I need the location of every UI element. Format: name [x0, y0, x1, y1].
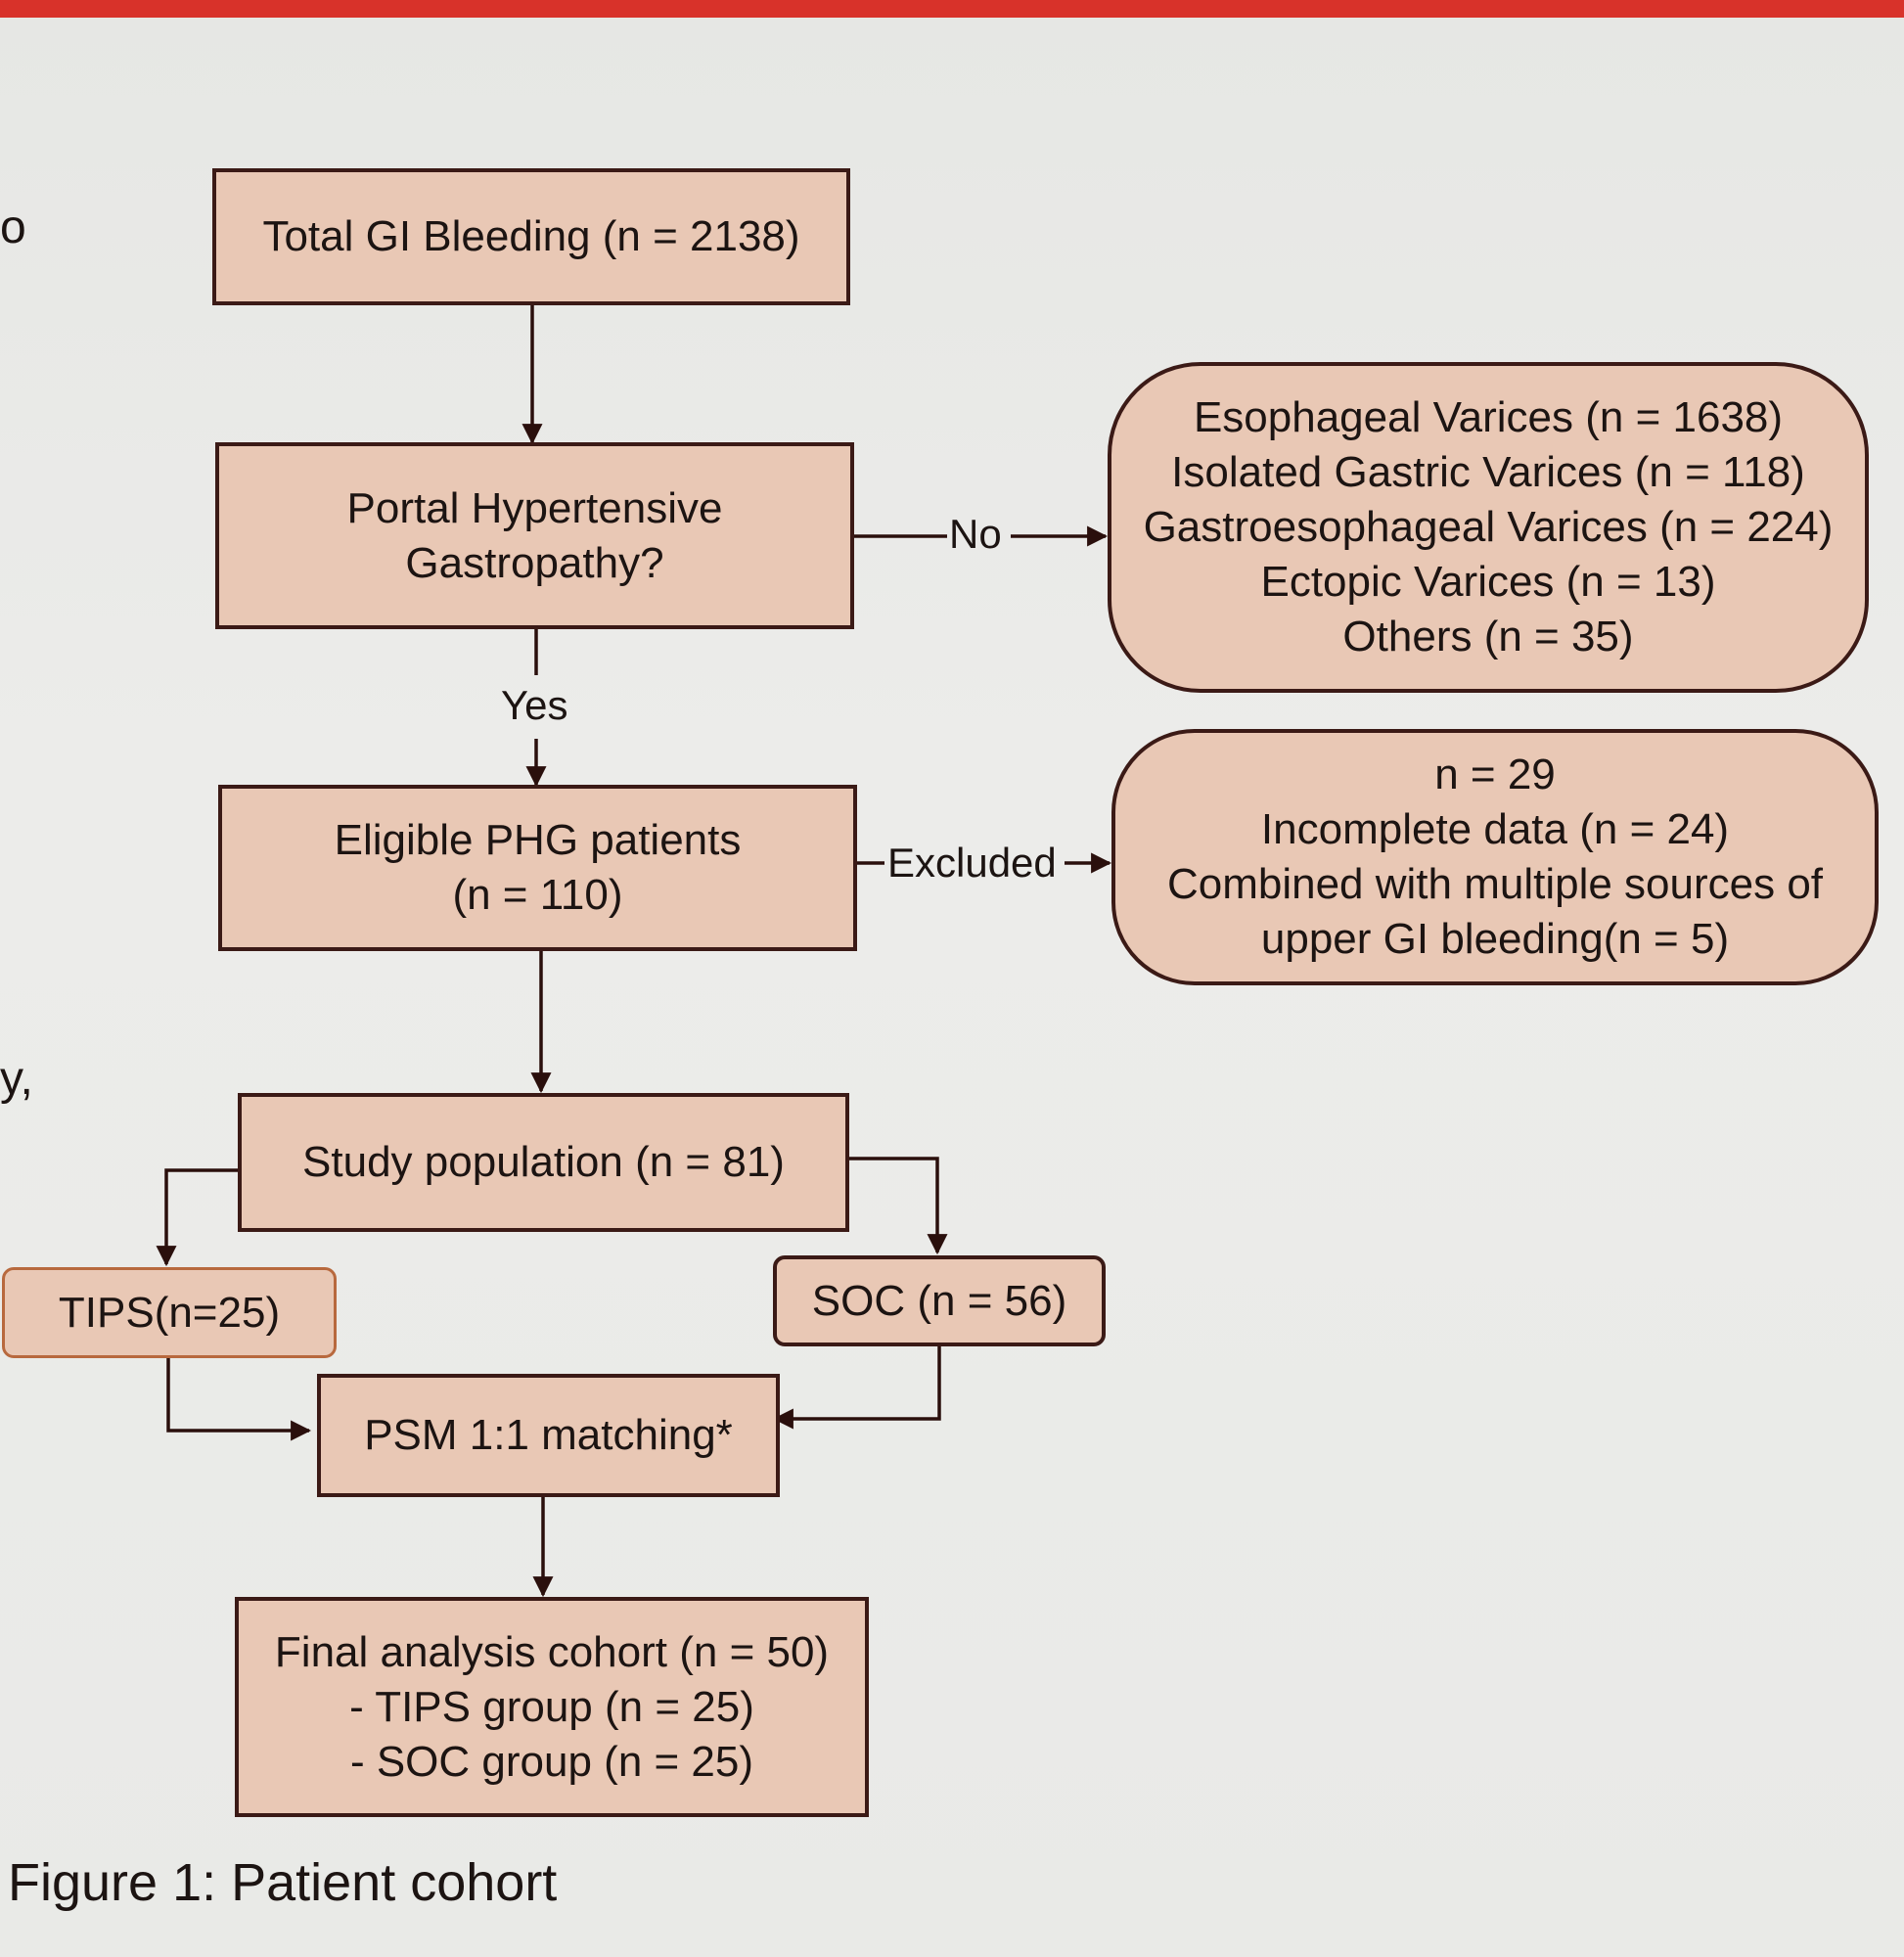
box-tips-line-1: TIPS(n=25)	[58, 1288, 281, 1337]
box-varices-breakdown: Esophageal Varices (n = 1638) Isolated G…	[1108, 362, 1869, 693]
excluded-line-4: upper GI bleeding(n = 5)	[1260, 915, 1730, 963]
margin-fragment-1: o	[0, 202, 26, 253]
edge-label-excluded: Excluded	[887, 840, 1057, 886]
box-portal-hypertensive-gastropathy: Portal Hypertensive Gastropathy?	[215, 442, 854, 629]
varices-line-2: Isolated Gastric Varices (n = 118)	[1171, 448, 1805, 496]
arrow-study-to-soc	[849, 1157, 948, 1255]
box-total-gi-bleeding: Total GI Bleeding (n = 2138)	[212, 168, 850, 305]
excluded-line-3: Combined with multiple sources of	[1166, 860, 1824, 908]
box-soc: SOC (n = 56)	[773, 1255, 1106, 1346]
box-final-line-1: Final analysis cohort (n = 50)	[274, 1627, 830, 1676]
top-accent-bar	[0, 0, 1904, 18]
box-final-line-3: - SOC group (n = 25)	[349, 1737, 754, 1786]
arrow-soc-to-psm	[772, 1345, 941, 1430]
box-excluded-details: n = 29 Incomplete data (n = 24) Combined…	[1111, 729, 1879, 985]
box-eligible-line-1: Eligible PHG patients	[334, 816, 742, 864]
arrow-study-to-tips	[156, 1168, 238, 1267]
varices-line-5: Others (n = 35)	[1342, 613, 1634, 660]
box-final-analysis-cohort: Final analysis cohort (n = 50) - TIPS gr…	[235, 1597, 869, 1817]
box-tips: TIPS(n=25)	[2, 1267, 337, 1358]
box-total-line-1: Total GI Bleeding (n = 2138)	[262, 212, 800, 260]
box-study-population: Study population (n = 81)	[238, 1093, 849, 1232]
box-eligible-line-2: (n = 110)	[452, 871, 623, 919]
box-study-line-1: Study population (n = 81)	[302, 1138, 785, 1186]
varices-line-4: Ectopic Varices (n = 13)	[1260, 558, 1716, 606]
edge-label-no: No	[949, 511, 1002, 557]
box-phg-line-2: Gastropathy?	[405, 538, 664, 587]
box-psm-line-1: PSM 1:1 matching*	[364, 1411, 733, 1459]
box-psm-matching: PSM 1:1 matching*	[317, 1374, 780, 1497]
box-soc-line-1: SOC (n = 56)	[811, 1276, 1067, 1325]
excluded-line-1: n = 29	[1434, 751, 1556, 798]
box-final-line-2: - TIPS group (n = 25)	[349, 1682, 754, 1731]
edge-label-yes: Yes	[501, 682, 568, 728]
box-phg-line-1: Portal Hypertensive	[346, 483, 723, 532]
arrow-tips-to-psm	[166, 1358, 312, 1441]
varices-line-3: Gastroesophageal Varices (n = 224)	[1143, 503, 1834, 551]
box-eligible-phg-patients: Eligible PHG patients (n = 110)	[218, 785, 857, 951]
excluded-line-2: Incomplete data (n = 24)	[1260, 805, 1730, 853]
varices-line-1: Esophageal Varices (n = 1638)	[1193, 393, 1784, 441]
figure-caption: Figure 1: Patient cohort	[8, 1853, 558, 1912]
margin-fragment-2: y,	[0, 1053, 33, 1105]
